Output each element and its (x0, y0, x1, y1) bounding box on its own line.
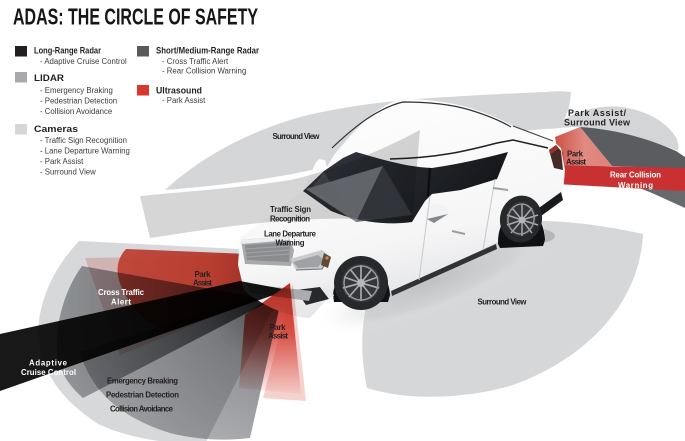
svg-text:- Park Assist: - Park Assist (162, 96, 206, 105)
svg-text:Traffic Sign: Traffic Sign (270, 205, 311, 214)
svg-text:Long-Range Radar: Long-Range Radar (34, 46, 101, 56)
svg-text:Collision Avoidance: Collision Avoidance (110, 405, 174, 414)
svg-text:- Surround View: - Surround View (40, 168, 96, 177)
svg-text:Park Assist/: Park Assist/ (568, 108, 626, 118)
svg-text:- Cross Traffic Alert: - Cross Traffic Alert (162, 57, 229, 66)
svg-text:- Lane Departure Warning: - Lane Departure Warning (40, 147, 130, 156)
svg-text:Surround View: Surround View (478, 298, 528, 307)
svg-text:- Park Assist: - Park Assist (40, 157, 84, 166)
svg-text:Surround View: Surround View (273, 132, 321, 141)
svg-text:Assist: Assist (193, 279, 212, 288)
svg-text:Recognition: Recognition (270, 215, 310, 224)
svg-text:Warning: Warning (276, 239, 305, 248)
svg-text:Adaptive: Adaptive (29, 359, 68, 368)
svg-text:- Rear Collision Warning: - Rear Collision Warning (162, 67, 246, 76)
svg-text:- Emergency Braking: - Emergency Braking (40, 86, 113, 95)
svg-text:- Pedestrian Detection: - Pedestrian Detection (40, 97, 117, 106)
svg-text:Emergency Breaking: Emergency Breaking (107, 377, 178, 386)
svg-text:Assist: Assist (566, 158, 586, 167)
svg-text:Pedestrian Detection: Pedestrian Detection (106, 391, 179, 400)
svg-text:Ultrasound: Ultrasound (156, 86, 202, 96)
svg-text:- Collision Avoidance: - Collision Avoidance (40, 107, 112, 116)
svg-text:Surround View: Surround View (564, 118, 631, 128)
svg-text:Alert: Alert (111, 298, 131, 307)
svg-text:- Traffic Sign Recognition: - Traffic Sign Recognition (40, 136, 127, 145)
svg-text:Rear Collision: Rear Collision (610, 171, 661, 180)
svg-text:ADAS: THE CIRCLE OF SAFETY: ADAS: THE CIRCLE OF SAFETY (13, 4, 258, 30)
svg-text:Cameras: Cameras (34, 124, 78, 134)
svg-text:Park: Park (270, 323, 287, 332)
svg-text:Assist: Assist (268, 332, 288, 341)
svg-text:Cruise Control: Cruise Control (21, 368, 76, 377)
svg-text:Park: Park (567, 150, 584, 159)
svg-text:- Adaptive Cruise Control: - Adaptive Cruise Control (40, 57, 127, 66)
svg-text:Lane Departure: Lane Departure (264, 230, 317, 239)
svg-text:LIDAR: LIDAR (34, 73, 64, 83)
svg-text:Warning: Warning (618, 181, 653, 190)
svg-text:Short/Medium-Range Radar: Short/Medium-Range Radar (156, 46, 259, 56)
svg-text:Cross Traffic: Cross Traffic (98, 288, 145, 297)
svg-text:Park: Park (195, 270, 212, 279)
